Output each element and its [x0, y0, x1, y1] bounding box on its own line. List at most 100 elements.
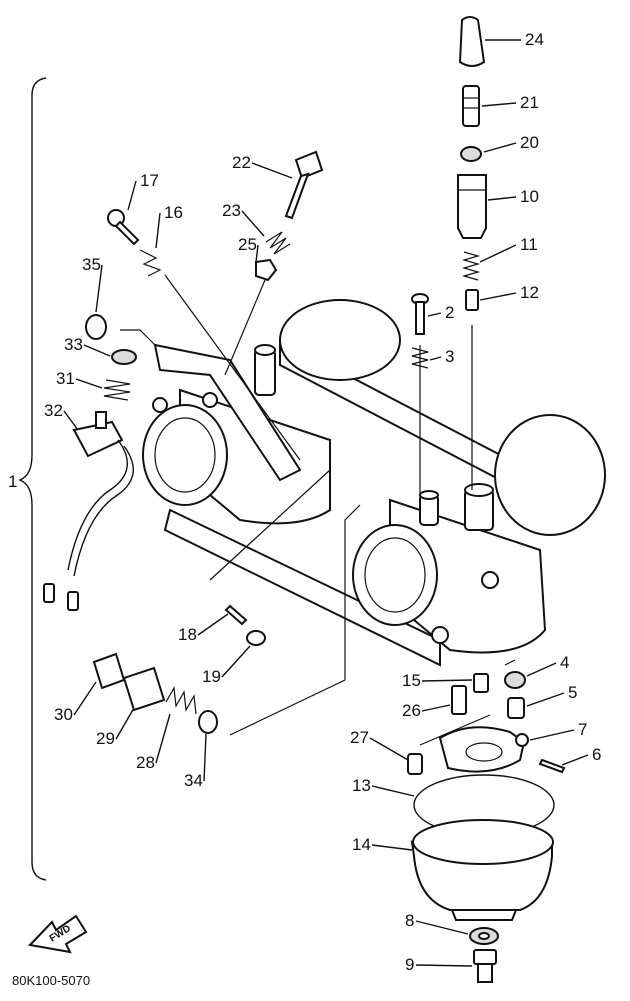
spring-28	[165, 686, 197, 715]
callout-3: 3	[429, 347, 454, 366]
callout-leader-15	[421, 679, 473, 682]
callout-leader-25	[255, 244, 259, 263]
callout-26: 26	[402, 701, 451, 720]
callout-leader-9	[415, 964, 473, 967]
callout-number-10: 10	[520, 187, 539, 206]
callout-35: 35	[82, 255, 103, 313]
cap-35	[85, 314, 107, 340]
callout-leader-32	[63, 410, 79, 431]
callout-leader-35	[95, 264, 103, 313]
jet-5	[507, 697, 525, 719]
callout-leader-29	[115, 707, 135, 740]
callout-number-26: 26	[402, 701, 421, 720]
callout-number-17: 17	[140, 171, 159, 190]
callout-5: 5	[526, 683, 577, 707]
callout-leader-2	[427, 312, 442, 317]
float-7	[438, 726, 529, 773]
callout-7: 7	[529, 720, 587, 741]
callout-leader-19	[221, 645, 251, 678]
callout-leader-28	[155, 713, 171, 764]
spring-31	[103, 379, 131, 401]
sensor-32	[43, 411, 134, 611]
callout-leader-16	[155, 212, 161, 249]
callout-number-22: 22	[232, 153, 251, 172]
callout-leader-17	[127, 180, 137, 211]
callout-number-20: 20	[520, 133, 539, 152]
callout-leader-13	[371, 785, 415, 797]
callout-leader-20	[483, 142, 517, 153]
callout-24: 24	[485, 30, 544, 49]
callout-number-35: 35	[82, 255, 101, 274]
screw-2	[411, 293, 429, 335]
callout-number-33: 33	[64, 335, 83, 354]
callout-13: 13	[352, 776, 415, 797]
callout-number-12: 12	[520, 283, 539, 302]
callout-21: 21	[481, 93, 539, 112]
callout-number-2: 2	[445, 303, 454, 322]
callout-30: 30	[54, 681, 97, 724]
nut-25	[255, 258, 278, 282]
jet-15	[473, 673, 489, 693]
collar-30	[92, 652, 126, 690]
callout-leader-30	[73, 681, 97, 716]
spring-3	[411, 347, 429, 369]
fwd-arrow-icon: FWD	[27, 914, 88, 954]
callout-number-29: 29	[96, 729, 115, 748]
drain-bolt-9	[473, 949, 497, 983]
callout-number-5: 5	[568, 683, 577, 702]
callout-23: 23	[222, 201, 265, 237]
callout-8: 8	[405, 911, 469, 935]
callout-leader-23	[241, 210, 265, 237]
assembly-bracket	[18, 77, 47, 881]
cap-24	[458, 16, 486, 67]
callout-32: 32	[44, 401, 79, 431]
callout-14: 14	[352, 835, 413, 854]
callout-leader-7	[529, 729, 575, 741]
callout-number-8: 8	[405, 911, 414, 930]
callout-number-31: 31	[56, 369, 75, 388]
assembly-label: 1	[8, 472, 17, 491]
callout-number-28: 28	[136, 753, 155, 772]
callout-9: 9	[405, 955, 473, 974]
callout-number-9: 9	[405, 955, 414, 974]
callout-leader-10	[487, 196, 517, 201]
callout-28: 28	[136, 713, 171, 772]
spring-11	[461, 251, 481, 281]
callout-leader-33	[83, 344, 111, 357]
plunger-12	[465, 289, 479, 311]
washer-33	[111, 349, 137, 365]
callout-leader-3	[429, 356, 442, 361]
callout-11: 11	[479, 235, 538, 263]
callout-22: 22	[232, 153, 293, 179]
spring-16	[139, 249, 162, 277]
callout-number-21: 21	[520, 93, 539, 112]
callout-4: 4	[526, 653, 569, 677]
callout-number-3: 3	[445, 347, 454, 366]
callout-number-7: 7	[578, 720, 587, 739]
callout-16: 16	[155, 203, 183, 249]
callout-leader-12	[479, 292, 517, 301]
callout-34: 34	[184, 733, 207, 790]
callout-18: 18	[178, 613, 229, 644]
screw-17	[107, 209, 140, 246]
pin-18	[224, 604, 248, 626]
callout-number-30: 30	[54, 705, 73, 724]
pin-6	[538, 758, 566, 774]
callout-29: 29	[96, 707, 135, 748]
callout-number-34: 34	[184, 771, 203, 790]
washer-19	[246, 630, 266, 646]
callout-leader-22	[251, 162, 293, 179]
callout-6: 6	[561, 745, 601, 766]
callout-leader-4	[526, 662, 557, 677]
callout-number-4: 4	[560, 653, 569, 672]
callout-leader-5	[526, 692, 565, 707]
plunger-housing-10	[457, 174, 487, 239]
callout-25: 25	[238, 235, 259, 263]
spring-23	[265, 231, 291, 255]
callout-2: 2	[427, 303, 454, 322]
adjuster-21	[462, 85, 480, 127]
screw-22	[284, 150, 324, 220]
drawing-code: 80K100-5070	[12, 973, 90, 988]
callout-leader-11	[479, 244, 517, 263]
